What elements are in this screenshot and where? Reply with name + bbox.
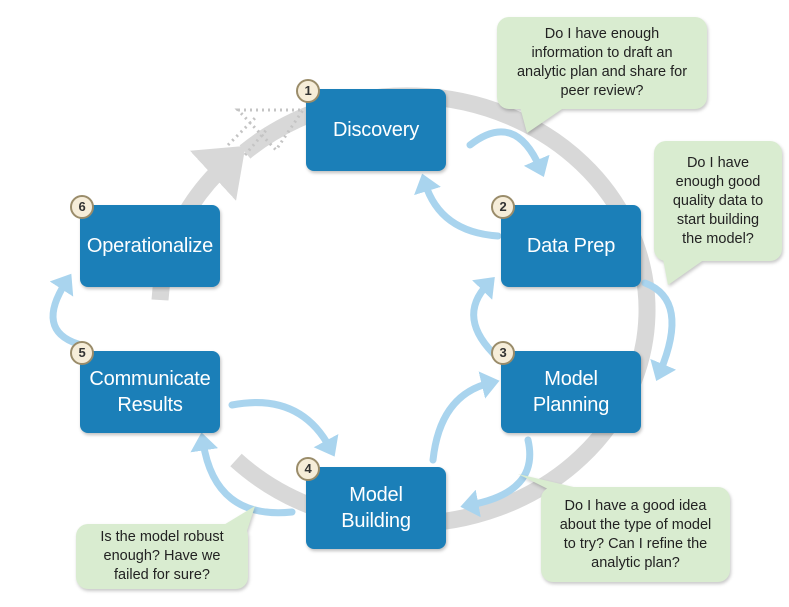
phase-number-badge: 2 — [491, 195, 515, 219]
phase-label: Model Building — [341, 484, 411, 532]
phase-number-badge: 3 — [491, 341, 515, 365]
question-model-planning: Do I have a good idea about the type of … — [541, 487, 730, 582]
question-text: Do I have enough information to draft an… — [516, 26, 688, 99]
question-discovery: Do I have enough information to draft an… — [497, 17, 707, 109]
phase-label: Data Prep — [526, 235, 616, 257]
question-text: Is the model robust enough? Have we fail… — [100, 529, 224, 583]
phase-data-prep[interactable]: 2 Data Prep — [491, 195, 641, 287]
dotted-return-arrow — [226, 108, 306, 156]
phase-label: Model Planning — [532, 368, 610, 416]
phase-number-badge: 5 — [70, 341, 94, 365]
phase-label: Operationalize — [86, 235, 214, 257]
question-model-building: Is the model robust enough? Have we fail… — [76, 524, 248, 589]
phase-number-badge: 6 — [70, 195, 94, 219]
phase-model-planning[interactable]: 3 Model Planning — [491, 341, 641, 433]
phase-label: Discovery — [333, 119, 419, 141]
question-data-prep: Do I have enough good quality data to st… — [654, 141, 782, 261]
speech-bubbles — [76, 17, 782, 589]
phase-operationalize[interactable]: 6 Operationalize — [70, 195, 220, 287]
phase-discovery[interactable]: 1 Discovery — [296, 79, 446, 171]
question-text: Do I have a good idea about the type of … — [559, 497, 712, 571]
phase-label: Communicate Results — [89, 368, 211, 416]
transition-arrows — [49, 128, 677, 518]
phase-communicate-results[interactable]: 5 Communicate Results — [70, 341, 220, 433]
phase-model-building[interactable]: 4 Model Building — [296, 457, 446, 549]
question-text: Do I have enough good quality data to st… — [672, 154, 764, 247]
phase-number-badge: 1 — [296, 79, 320, 103]
phase-number-badge: 4 — [296, 457, 320, 481]
